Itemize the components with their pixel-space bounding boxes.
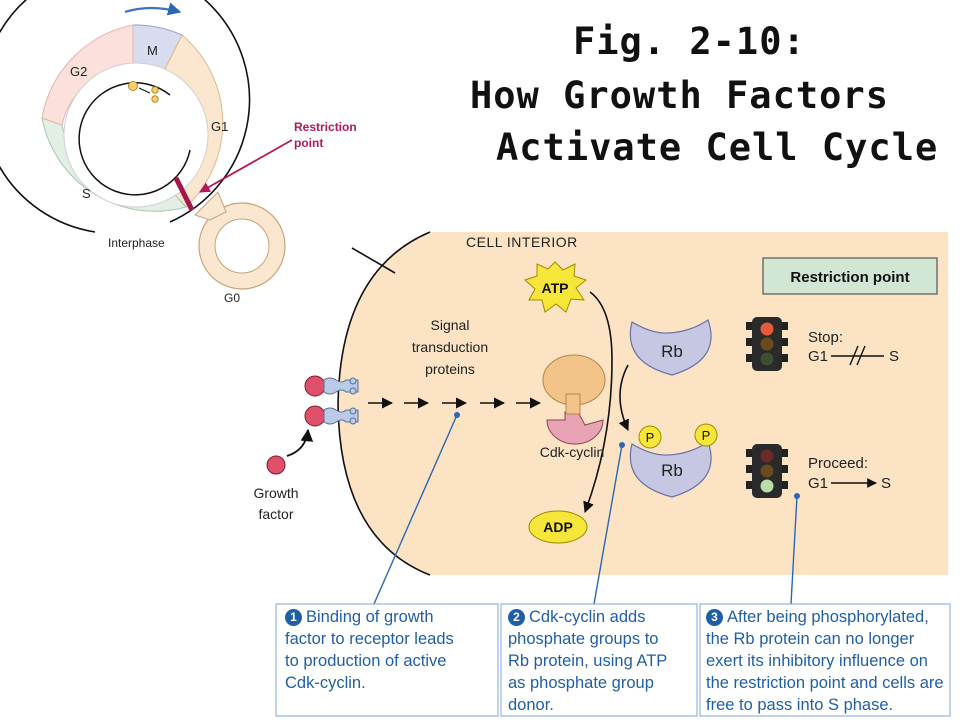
phosphate-label: P bbox=[646, 430, 655, 445]
caption-1-first-line: Binding of growth bbox=[306, 608, 434, 626]
cycle-outer-arc bbox=[0, 0, 251, 233]
caption-1-text: factor to receptor leads to production o… bbox=[285, 630, 454, 692]
caption-2-box bbox=[500, 603, 698, 717]
stop-s-label: S bbox=[889, 348, 899, 365]
cell-icon bbox=[151, 95, 159, 103]
proceed-s-label: S bbox=[881, 475, 891, 492]
cycle-inner-area bbox=[63, 62, 209, 208]
receptor-knob-icon bbox=[349, 417, 357, 425]
rb-phosphorylated-icon bbox=[629, 441, 712, 498]
restriction-point-arrow bbox=[199, 139, 293, 193]
bound-growth-factor-icon bbox=[304, 375, 326, 397]
stop-label: Stop: bbox=[808, 329, 843, 346]
phosphate-icon bbox=[638, 425, 662, 449]
caption-3-pointer bbox=[790, 495, 798, 605]
caption-3-pointer-dot bbox=[794, 493, 800, 499]
atp-burst bbox=[524, 261, 588, 313]
growth-factor-binding-arrow bbox=[286, 428, 314, 457]
restriction-point-label-1: Restriction bbox=[294, 120, 357, 134]
caption-3-text: the Rb protein can no longer exert its i… bbox=[706, 630, 944, 714]
caption-1-box bbox=[275, 603, 499, 717]
cell-icon bbox=[128, 81, 138, 91]
phosphate-label: P bbox=[702, 428, 711, 443]
traffic-light-proceed-icon bbox=[746, 444, 788, 498]
g1-label: G1 bbox=[211, 119, 228, 134]
interphase-label: Interphase bbox=[108, 236, 165, 250]
atp-to-adp-arrow bbox=[583, 291, 613, 514]
traffic-light-stop-icon bbox=[746, 317, 788, 371]
signal-label-2: transduction bbox=[412, 339, 488, 355]
caption-1-pointer-dot bbox=[454, 412, 460, 418]
caption-2-pointer-dot bbox=[619, 442, 625, 448]
figure-title-line-2: How Growth Factors bbox=[470, 74, 889, 117]
signal-label-1: Signal bbox=[431, 317, 470, 333]
phosphorylation-arrow bbox=[618, 364, 629, 432]
receptor-knob-icon bbox=[349, 407, 357, 415]
cell-cycle-diagram: M G2 G1 S Interphase G0 Restriction poin… bbox=[0, 0, 357, 305]
caption-2-first-line: Cdk-cyclin adds bbox=[529, 608, 646, 626]
proceed-g1-label: G1 bbox=[808, 475, 828, 492]
caption-3-box bbox=[699, 603, 951, 717]
m-label: M bbox=[147, 43, 158, 58]
stop-block-mark bbox=[849, 345, 859, 366]
receptor-knob-icon bbox=[349, 387, 357, 395]
caption-number-badge: 2 bbox=[508, 609, 525, 626]
growth-factor-label-2: factor bbox=[258, 506, 293, 522]
atp-label: ATP bbox=[542, 280, 569, 296]
g0-loop-arrowhead bbox=[194, 191, 227, 221]
restriction-point-box-label: Restriction point bbox=[790, 269, 909, 286]
receptor-top bbox=[304, 375, 359, 397]
growth-factor-label-1: Growth bbox=[253, 485, 298, 501]
membrane-line bbox=[351, 247, 396, 274]
rb-label-bottom: Rb bbox=[661, 461, 683, 480]
rb-label-top: Rb bbox=[661, 342, 683, 361]
s-label: S bbox=[82, 186, 91, 201]
signal-label-3: proteins bbox=[425, 361, 475, 377]
cell-icon bbox=[151, 86, 159, 94]
receptor-knob-icon bbox=[349, 377, 357, 385]
stop-block-mark bbox=[856, 345, 866, 366]
g2-label: G2 bbox=[70, 64, 87, 79]
cycle-inner-arc bbox=[78, 82, 191, 196]
receptor-bottom bbox=[304, 405, 359, 427]
cdk-cyclin-label: Cdk-cyclin bbox=[540, 444, 605, 460]
restriction-point-label-2: point bbox=[294, 136, 323, 150]
cyclin-stem-icon bbox=[565, 393, 581, 415]
bound-growth-factor-icon bbox=[304, 405, 326, 427]
caption-number-badge: 3 bbox=[706, 609, 723, 626]
receptor-icon bbox=[323, 407, 359, 425]
caption-2-text: phosphate groups to Rb protein, using AT… bbox=[508, 630, 668, 714]
phosphate-icon bbox=[694, 423, 718, 447]
cycle-direction-arrow bbox=[124, 2, 182, 16]
receptor-icon bbox=[323, 377, 359, 395]
cdk-icon bbox=[546, 411, 604, 445]
growth-factor-icon bbox=[266, 455, 286, 475]
stop-g1-label: G1 bbox=[808, 348, 828, 365]
caption-1-pointer bbox=[373, 414, 458, 605]
figure-title-line-1: Fig. 2-10: bbox=[573, 20, 806, 63]
figure-title-line-3: Activate Cell Cycle bbox=[496, 126, 939, 169]
caption-2-pointer bbox=[593, 444, 623, 605]
g0-loop-inner bbox=[214, 218, 270, 274]
rb-protein-icon bbox=[629, 319, 712, 376]
division-arrow bbox=[138, 87, 151, 94]
caption-3-first-line: After being phosphorylated, bbox=[727, 608, 929, 626]
cell-interior-label: CELL INTERIOR bbox=[466, 234, 578, 250]
g0-label: G0 bbox=[224, 291, 240, 305]
adp-oval bbox=[528, 510, 588, 544]
restriction-point-box bbox=[762, 257, 938, 295]
main-cell-panel: CELL INTERIOR Restriction point ATP ADP … bbox=[253, 231, 951, 717]
cdk-cyclin-complex bbox=[542, 354, 606, 445]
cell-interior bbox=[338, 232, 948, 575]
proceed-label: Proceed: bbox=[808, 455, 868, 472]
adp-label: ADP bbox=[543, 519, 573, 535]
caption-number-badge: 1 bbox=[285, 609, 302, 626]
restriction-point-bar bbox=[173, 176, 195, 212]
